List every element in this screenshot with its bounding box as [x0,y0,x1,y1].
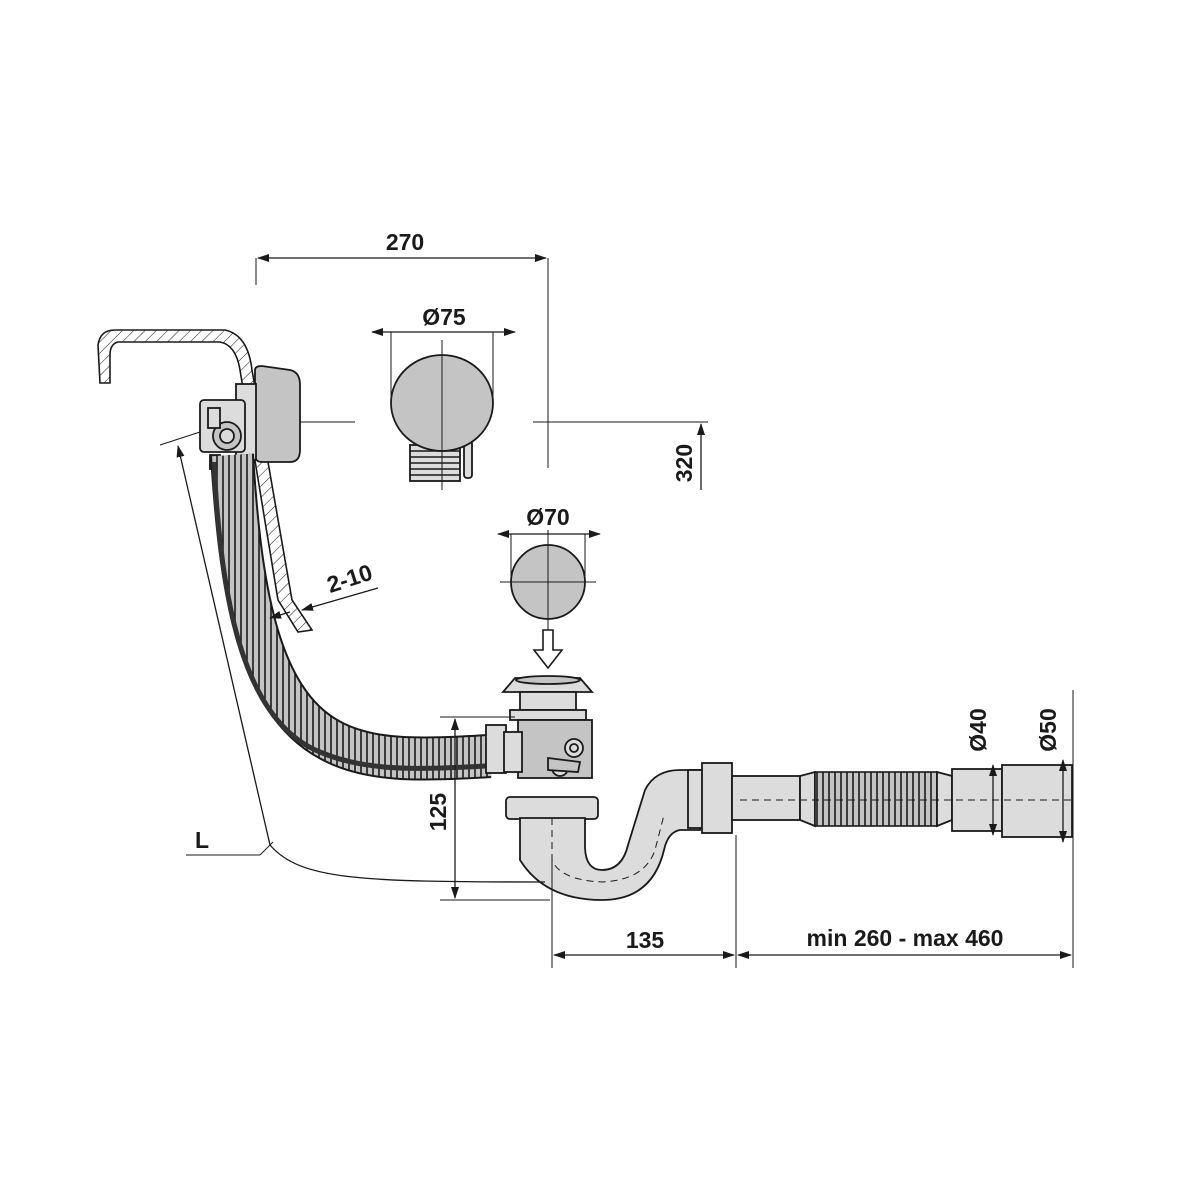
dim-135-label: 135 [626,927,665,953]
dim-plug-diameter-label: Ø70 [526,504,569,530]
s-trap [519,762,801,901]
dim-overflow-diameter-label: Ø75 [422,304,466,330]
dim-320-label: 320 [671,444,697,482]
bath-wall [97,329,314,633]
drain-body [485,675,599,820]
plug-front [500,530,596,632]
dim-125-label: 125 [425,793,451,832]
dim-outlet-50-label: Ø50 [1035,708,1061,751]
overflow-rosette-front [390,340,494,490]
dim-wall-thickness-label: 2-10 [324,559,376,598]
dim-cable-length-label: L [195,827,209,853]
dim-outlet-40-label: Ø40 [965,708,991,751]
dim-extension-range-label: min 260 - max 460 [807,925,1004,951]
dim-270-label: 270 [386,229,424,255]
overflow-assembly-side [199,365,301,470]
flexible-overflow-hose [210,453,546,781]
insert-arrow [532,629,564,670]
